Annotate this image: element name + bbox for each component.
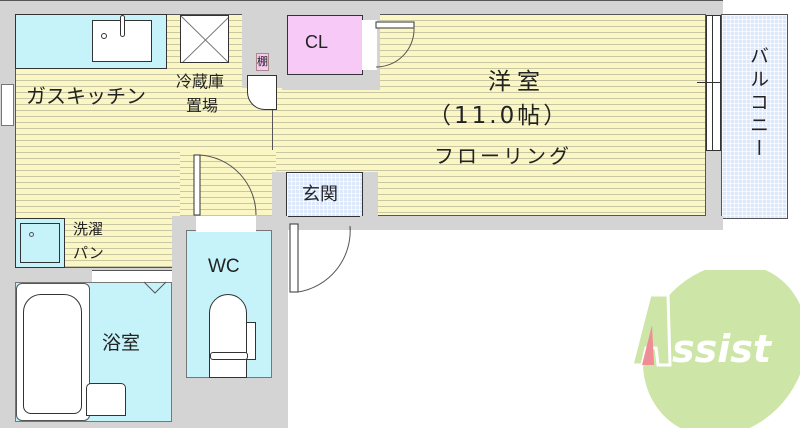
entrance-door-lower [289, 223, 351, 293]
toilet-tank [246, 322, 256, 360]
toilet-seat [210, 352, 248, 360]
kitchen-window[interactable] [1, 84, 14, 126]
western-room-name: 洋室 [488, 69, 546, 95]
entrance-side-wall [274, 216, 288, 428]
shelf-label: 棚 [257, 55, 268, 68]
closet-door-swing-icon[interactable] [362, 15, 422, 75]
entrance-exterior-lower [288, 230, 600, 428]
wc-door-opening [196, 216, 256, 232]
fridge-cross-icon [181, 16, 228, 62]
washer-label-1: 洗濯 [73, 220, 104, 238]
toilet-bowl [209, 294, 247, 378]
assist-logo: ssist [630, 270, 800, 428]
wc-label: WC [208, 256, 240, 277]
washer-label-2: パン [73, 244, 104, 262]
washer-pan-inner [20, 223, 60, 263]
balcony [721, 14, 788, 219]
closet-label: CL [305, 32, 329, 52]
shelf: 棚 [256, 53, 269, 71]
outer-wall-edge [0, 0, 723, 1]
bathroom-label: 浴室 [102, 332, 141, 354]
drain-icon [101, 33, 107, 39]
assist-logo-text: ssist [672, 327, 773, 371]
bottom-right-wall [360, 216, 723, 230]
entrance-label: 玄関 [302, 184, 338, 205]
balcony-window[interactable] [706, 15, 721, 151]
bathtub-inner [23, 294, 82, 414]
western-room-size: （11.0帖） [428, 103, 570, 129]
closet-door-opening [362, 20, 377, 70]
bath-vent-icon [143, 281, 167, 294]
fridge-label-1: 冷蔵庫 [176, 72, 225, 91]
entrance [286, 172, 363, 217]
closet [287, 15, 363, 75]
wc-door-swing-icon[interactable] [190, 150, 270, 230]
bath-faucet [86, 383, 126, 416]
western-room-flooring: フローリング [434, 144, 572, 168]
fridge-space [180, 15, 229, 63]
balcony-label: バルコニー [747, 46, 769, 161]
kitchen-label: ガスキッチン [26, 84, 146, 108]
faucet-icon [120, 15, 125, 37]
window-handle-line [697, 82, 731, 83]
fridge-label-2: 置場 [186, 96, 219, 115]
bath-door-strip [92, 270, 172, 282]
shelf-door[interactable] [247, 75, 277, 110]
washer-drain-icon [29, 232, 34, 237]
window-divider [712, 15, 713, 151]
